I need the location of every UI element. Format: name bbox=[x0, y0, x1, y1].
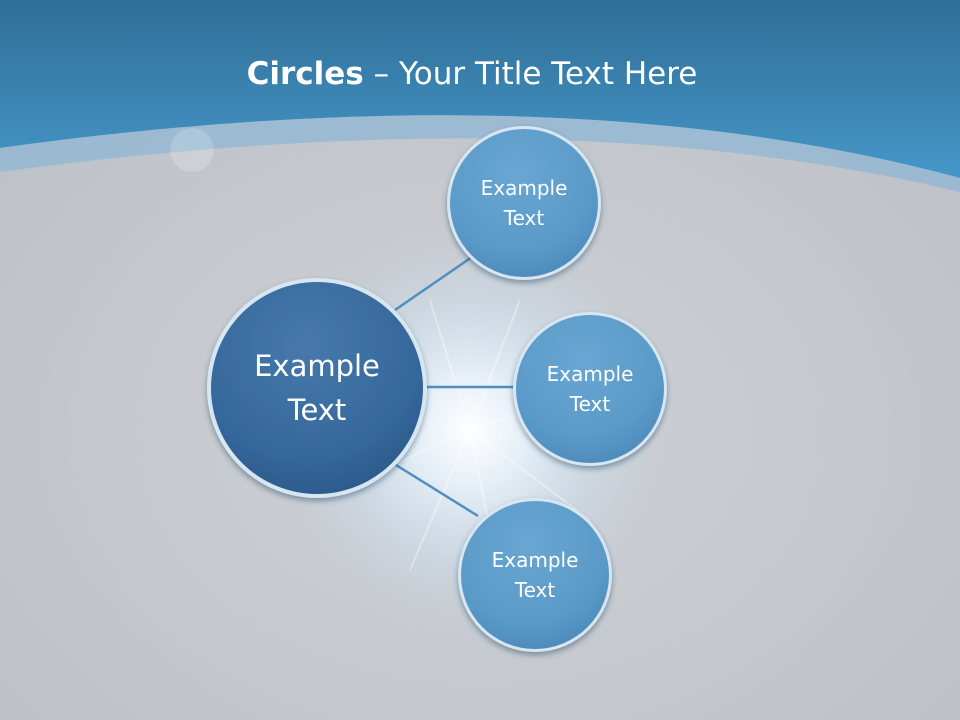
center-circle[interactable] bbox=[207, 278, 427, 498]
header-band bbox=[0, 0, 960, 178]
satellite-circle-3[interactable] bbox=[458, 498, 612, 652]
title-bold: Circles bbox=[246, 56, 364, 92]
header-light-arc bbox=[0, 115, 960, 192]
satellite-circle-2[interactable] bbox=[513, 312, 667, 466]
title-rest: – Your Title Text Here bbox=[363, 56, 698, 92]
satellite-circle-1[interactable] bbox=[447, 126, 601, 280]
slide-title: Circles – Your Title Text Here bbox=[0, 52, 944, 96]
connector-line-1 bbox=[394, 255, 473, 312]
lens-flare bbox=[170, 128, 214, 172]
connector-line-3 bbox=[395, 463, 479, 518]
connectors bbox=[394, 255, 514, 518]
